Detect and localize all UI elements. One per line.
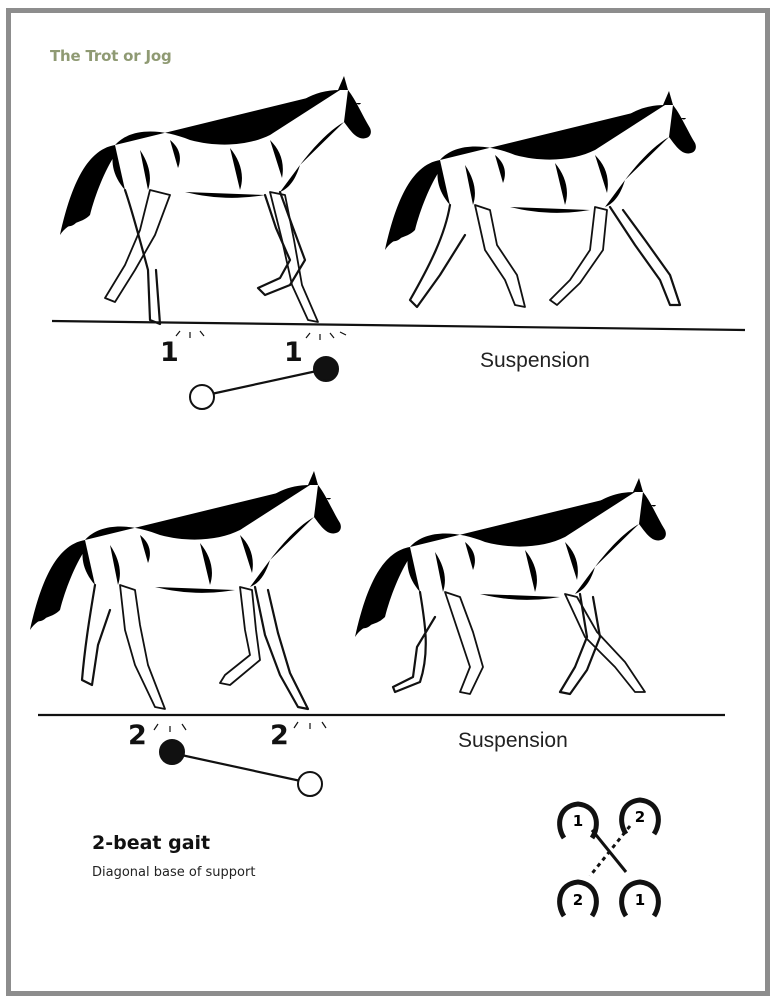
horseshoe-icon-top-right [622, 800, 659, 834]
hoof-marker-open-row-1 [190, 385, 214, 409]
hoof-marker-filled-row-2 [160, 740, 184, 764]
hoof-marker-open-row-2 [298, 772, 322, 796]
horse-suspension-1 [385, 91, 696, 307]
impact-marks-row-1 [176, 331, 346, 340]
horse-trot-beat-2 [30, 471, 341, 709]
horse-suspension-2 [355, 478, 666, 694]
footfall-link-row-1 [202, 369, 326, 396]
gait-description: Diagonal base of support [92, 865, 255, 880]
horseshoe-icon-bottom-left [560, 882, 597, 916]
beat-number-row2-right: 2 [270, 720, 289, 751]
beat-number-row1-right: 1 [284, 337, 303, 368]
hoof-marker-filled-row-1 [314, 357, 338, 381]
ground-line-row-1 [52, 321, 745, 330]
horseshoe-icon-top-left [560, 804, 597, 838]
hoof-print-diagram [560, 800, 659, 916]
beat-number-row1-left: 1 [160, 337, 179, 368]
gait-name: 2-beat gait [92, 832, 210, 854]
footfall-link-row-2 [172, 753, 310, 783]
horseshoe-icon-bottom-right [622, 882, 659, 916]
impact-marks-row-2 [154, 722, 326, 732]
beat-number-row2-left: 2 [128, 720, 147, 751]
horse-trot-beat-1 [60, 76, 371, 324]
suspension-label-row-1: Suspension [480, 349, 590, 373]
suspension-label-row-2: Suspension [458, 729, 568, 753]
